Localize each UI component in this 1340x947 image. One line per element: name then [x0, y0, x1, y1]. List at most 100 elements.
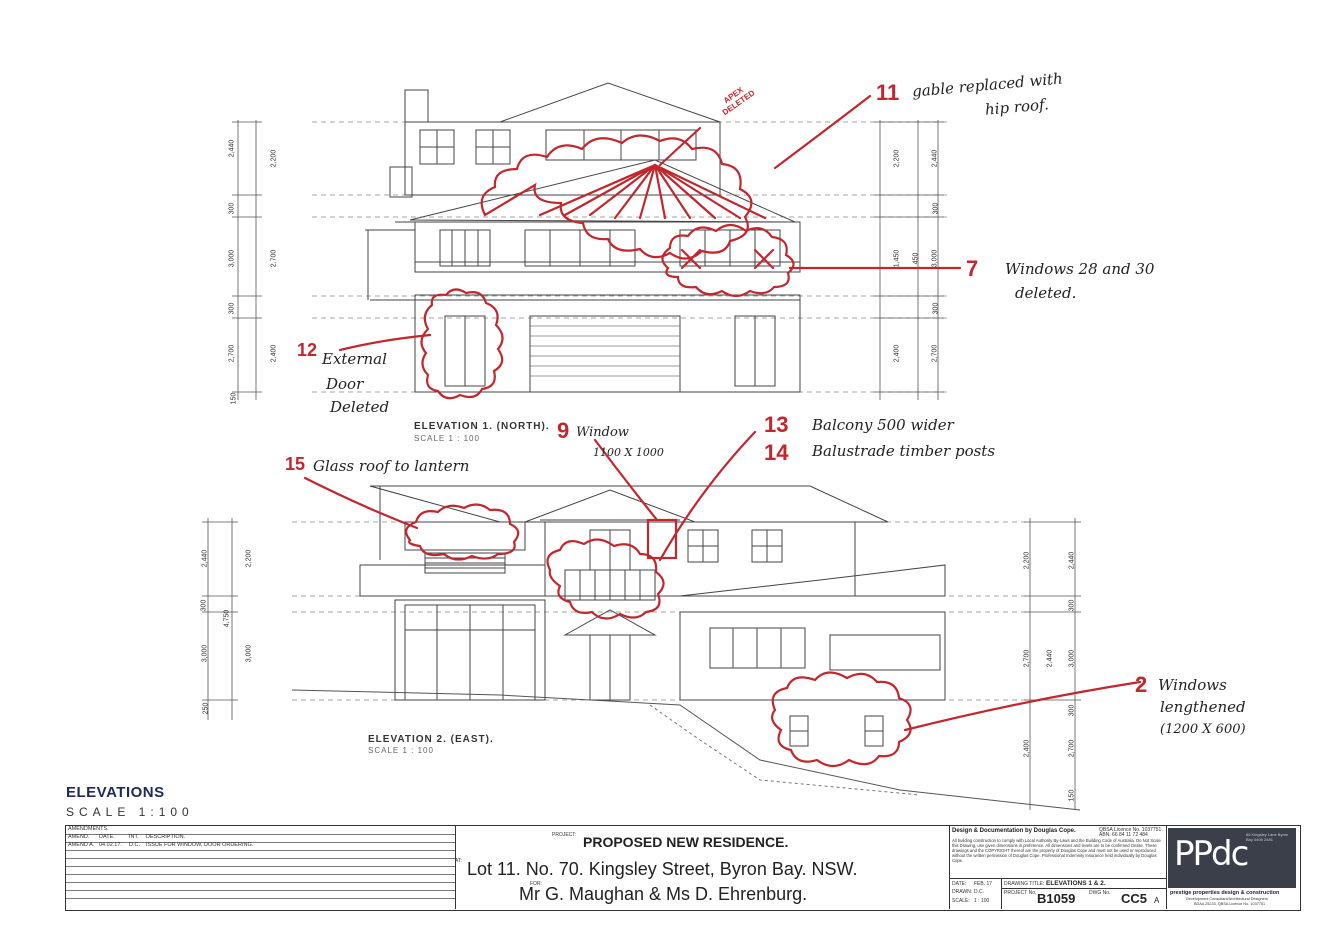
project-number: B1059	[1037, 891, 1076, 906]
client-name: Mr G. Maughan & Ms D. Ehrenburg.	[519, 884, 808, 904]
dim-north-left-7: 2,700	[228, 344, 236, 363]
dim-east-right-7: 300	[1068, 704, 1076, 717]
dim-east-left-6: 3,000	[245, 644, 253, 663]
dim-north-right-6: 3,000	[931, 249, 939, 268]
dim-north-right-8: 2,400	[893, 344, 901, 363]
dim-east-right-5: 2,440	[1046, 649, 1054, 668]
markup-ext-door-note-1: External	[322, 350, 387, 368]
amendments-empty-row	[66, 850, 455, 859]
dim-north-right-5: 450	[912, 252, 920, 265]
markup-balcony-note: Balcony 500 wider	[812, 416, 954, 434]
amend-header-description: DESCRIPTION.	[146, 834, 186, 840]
project-address: Lot 11. No. 70. Kingsley Street, Byron B…	[467, 859, 858, 879]
dim-north-left-5: 2,700	[270, 249, 278, 268]
dim-north-left-3: 300	[228, 202, 236, 215]
amend-header-date: DATE.	[99, 834, 115, 840]
logo-note: 85 Kingsley Lane Byron Bay 0409 2481	[1246, 832, 1289, 842]
markup-ext-door-note-2: Door	[326, 375, 364, 393]
dim-east-right-6: 3,000	[1068, 649, 1076, 668]
disclaimer-text: All building construction to comply with…	[952, 838, 1161, 863]
company-licence: BDAA 25233, QBSA Licence No. 1037751	[1194, 902, 1266, 906]
company-logo: PPdc	[1174, 834, 1249, 874]
markup-windows-len-note-1: Windows	[1158, 676, 1227, 694]
project-label: PROJECT:	[552, 832, 577, 838]
company-logo-box: PPdc 85 Kingsley Lane Byron Bay 0409 248…	[1166, 826, 1299, 909]
dim-north-right-2: 2,440	[931, 149, 939, 168]
amendments-empty-row	[66, 898, 455, 906]
dim-north-left-1: 2,440	[228, 139, 236, 158]
scale-label: SCALE:	[952, 898, 970, 904]
markup-number-15: 15	[285, 454, 306, 474]
drawing-title: ELEVATIONS 1 & 2.	[1046, 880, 1106, 887]
amend-header-int: INT.	[129, 834, 139, 840]
date-label: DATE:	[952, 881, 967, 887]
drawn-value: D.C.	[974, 889, 984, 895]
logo-panel: PPdc 85 Kingsley Lane Byron Bay 0409 248…	[1168, 828, 1296, 888]
markup-ext-door-note-3: Deleted	[330, 398, 390, 416]
dwg-no-label: DWG No.	[1089, 890, 1111, 896]
design-credit: Design & Documentation by Douglas Cope.	[952, 828, 1076, 834]
dim-north-right-9: 2,700	[931, 344, 939, 363]
amendments-empty-row	[66, 882, 455, 891]
project-name: PROPOSED NEW RESIDENCE.	[583, 834, 789, 850]
title-block: AMENDMENTS. AMEND. DATE. INT. DESCRIPTIO…	[65, 825, 1301, 911]
dim-east-left-2: 2,200	[245, 549, 253, 568]
drawing-info-box: Design & Documentation by Douglas Cope. …	[949, 826, 1167, 909]
elevation-east-title: ELEVATION 2. (EAST).	[368, 734, 494, 745]
elevation-north-scale: SCALE 1 : 100	[414, 434, 480, 443]
markup-number-13: 13	[764, 412, 789, 437]
markup-glass-roof-note: Glass roof to lantern	[313, 457, 470, 475]
dim-north-right-7: 300	[932, 302, 940, 315]
address-label: AT:	[455, 858, 462, 864]
sheet-heading: ELEVATIONS	[66, 784, 165, 801]
markup-balustrade-note: Balustrade timber posts	[812, 442, 996, 460]
dim-east-right-9: 2,700	[1068, 739, 1076, 758]
amendments-empty-row	[66, 874, 455, 883]
dim-north-left-6: 300	[228, 302, 236, 315]
amend-cell-int: D.C.	[129, 842, 140, 848]
amendments-label: AMENDMENTS.	[68, 826, 109, 832]
dim-east-right-3: 300	[1068, 599, 1076, 612]
markup-number-2: 2	[1135, 672, 1148, 697]
amendments-label-row: AMENDMENTS.	[66, 826, 455, 835]
amendments-header-row: AMEND. DATE. INT. DESCRIPTION.	[66, 834, 455, 843]
drawing-number: CC5	[1121, 891, 1148, 906]
dim-north-left-2: 2,200	[270, 149, 278, 168]
amendments-empty-row	[66, 890, 455, 899]
dim-east-left-1: 2,440	[201, 549, 209, 568]
client-label: FOR:	[530, 881, 542, 887]
markup-windows-len-note-2: lengthened	[1160, 698, 1246, 716]
markup-windows28-note-1: Windows 28 and 30	[1005, 260, 1155, 278]
dim-north-right-3: 300	[932, 202, 940, 215]
dim-east-left-4: 4,750	[223, 609, 231, 628]
elevation-north-title: ELEVATION 1. (NORTH).	[414, 421, 550, 432]
dim-east-right-10: 150	[1068, 789, 1076, 802]
dim-east-right-2: 2,440	[1068, 551, 1076, 570]
drawn-label: DRAWN:	[952, 889, 973, 895]
markup-number-12: 12	[297, 340, 318, 360]
amend-header-amend: AMEND.	[68, 834, 90, 840]
amend-cell-description: ISSUE FOR WINDOW, DOOR ORDERING.	[146, 842, 254, 848]
dim-east-right-1: 2,200	[1023, 551, 1031, 570]
markup-number-7: 7	[966, 256, 979, 281]
dim-north-right-4: 1,450	[893, 249, 901, 268]
amendments-table: AMENDMENTS. AMEND. DATE. INT. DESCRIPTIO…	[66, 826, 456, 909]
dim-north-left-9: 150	[230, 392, 238, 405]
sheet-scale: SCALE 1:100	[66, 805, 194, 819]
elevation-east-scale: SCALE 1 : 100	[368, 746, 434, 755]
markup-number-11: 11	[876, 80, 900, 105]
markup-windows-len-note-3: (1200 X 600)	[1160, 722, 1246, 737]
amend-cell-date: 04.02.17.	[99, 842, 122, 848]
dim-east-right-8: 2,400	[1023, 739, 1031, 758]
company-name: prestige properties design & constructio…	[1170, 890, 1280, 896]
amend-cell-amend: AMEND A.	[68, 842, 95, 848]
amendments-empty-row	[66, 866, 455, 875]
markup-windows28-note-2: deleted.	[1015, 284, 1077, 302]
date-value: FEB. 17	[974, 881, 993, 887]
amendments-row: AMEND A. 04.02.17. D.C. ISSUE FOR WINDOW…	[66, 842, 455, 851]
revision: A	[1154, 896, 1160, 905]
dim-east-left-7: 250	[202, 702, 210, 715]
company-subtitle: Development Consultant/Architectural Des…	[1186, 897, 1268, 901]
scale-value: 1 : 100	[974, 898, 990, 904]
